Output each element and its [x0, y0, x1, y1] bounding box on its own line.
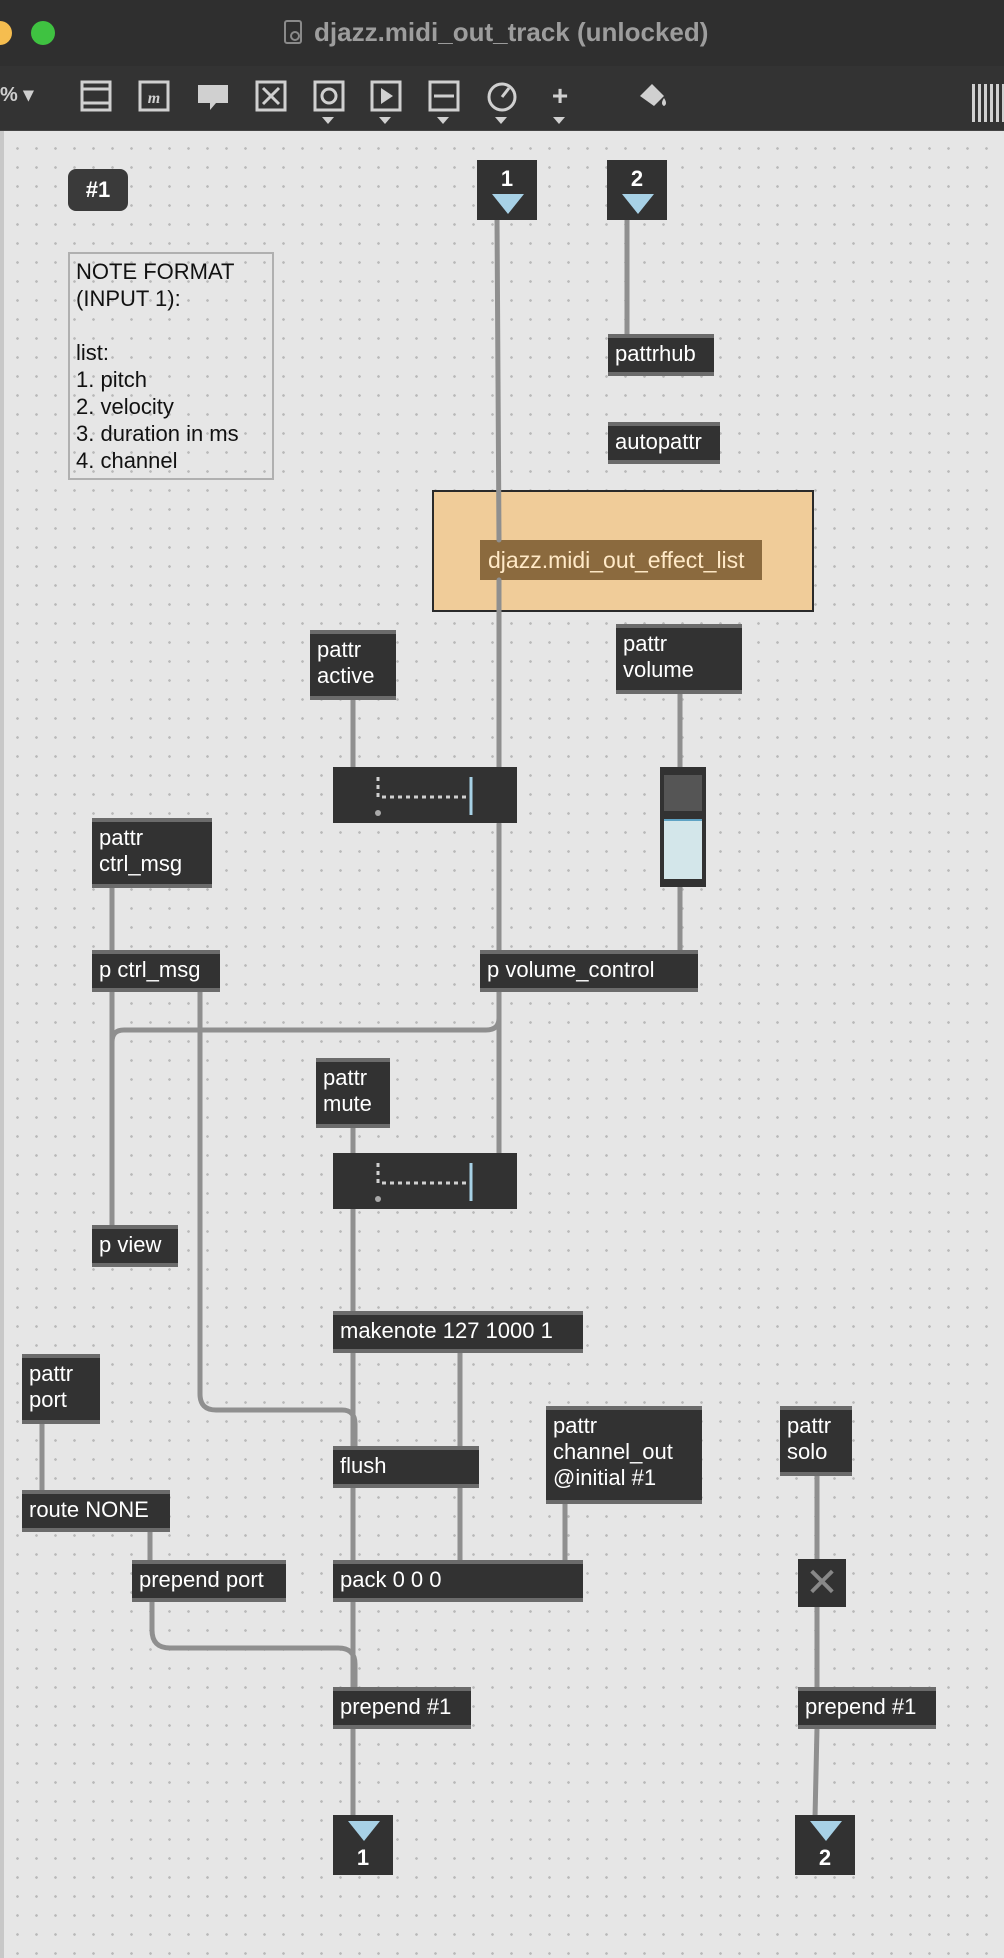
prepend-1-solo-object[interactable]: prepend #1 [798, 1687, 936, 1729]
makenote-object[interactable]: makenote 127 1000 1 [333, 1311, 583, 1353]
volume-slider[interactable] [660, 767, 706, 887]
outlet-arrow-icon [348, 1821, 380, 1841]
prepend-1-object[interactable]: prepend #1 [333, 1687, 471, 1729]
minimize-button[interactable] [0, 21, 12, 45]
route-none-object[interactable]: route NONE [22, 1490, 170, 1532]
grid-icon[interactable] [972, 84, 1004, 122]
inlet-arrow-icon [622, 194, 654, 214]
outlet-2[interactable]: 2 [795, 1815, 855, 1875]
inlet-1[interactable]: 1 [477, 160, 537, 220]
effect-list-object[interactable]: djazz.midi_out_effect_list [480, 540, 762, 580]
patcher-argument-badge: #1 [68, 169, 128, 211]
slider-knob[interactable] [664, 775, 702, 811]
pattr-solo-object[interactable]: pattr solo [780, 1406, 852, 1476]
solo-toggle[interactable]: ✕ [798, 1559, 846, 1607]
gate-mute[interactable] [333, 1153, 517, 1209]
window-title-text: djazz.midi_out_track (unlocked) [314, 16, 709, 47]
button-icon[interactable] [251, 76, 291, 116]
outlet-1[interactable]: 1 [333, 1815, 393, 1875]
flush-object[interactable]: flush [333, 1446, 479, 1488]
autopattr-object[interactable]: autopattr [608, 422, 720, 464]
outlet-arrow-icon [810, 1821, 842, 1841]
pack-object[interactable]: pack 0 0 0 [333, 1560, 583, 1602]
slider-icon[interactable] [424, 76, 464, 124]
dial-icon[interactable] [482, 76, 522, 124]
pattr-ctrl-msg-object[interactable]: pattr ctrl_msg [92, 818, 212, 888]
toggle-icon[interactable] [309, 76, 349, 124]
document-lock-icon [284, 20, 302, 44]
title-bar: djazz.midi_out_track (unlocked) [0, 0, 1004, 66]
zoom-menu[interactable]: % ▾ [0, 84, 34, 106]
note-format-comment[interactable]: NOTE FORMAT (INPUT 1): list: 1. pitch 2.… [68, 252, 274, 480]
pattr-channel-out-object[interactable]: pattr channel_out @initial #1 [546, 1406, 702, 1504]
paint-bucket-icon[interactable] [632, 76, 672, 116]
pattr-volume-object[interactable]: pattr volume [616, 624, 742, 694]
pattr-active-object[interactable]: pattr active [310, 630, 396, 700]
slider-fill [664, 819, 702, 879]
close-icon: ✕ [805, 1561, 839, 1605]
comment-icon[interactable] [194, 76, 234, 116]
prepend-port-object[interactable]: prepend port [132, 1560, 286, 1602]
gate-active[interactable] [333, 767, 517, 823]
p-ctrl-msg-object[interactable]: p ctrl_msg [92, 950, 220, 992]
inlet-arrow-icon [492, 194, 524, 214]
pattrhub-object[interactable]: pattrhub [608, 334, 714, 376]
zoom-button[interactable] [31, 21, 55, 45]
note-format-comment-text: NOTE FORMAT (INPUT 1): list: 1. pitch 2.… [76, 259, 239, 473]
new-object-icon[interactable] [76, 76, 116, 116]
pattr-port-object[interactable]: pattr port [22, 1354, 100, 1424]
p-volume-control-object[interactable]: p volume_control [480, 950, 698, 992]
toolbar: % ▾ m + [0, 66, 1004, 131]
number-icon[interactable] [366, 76, 406, 124]
p-view-object[interactable]: p view [92, 1225, 178, 1267]
slider-line [664, 819, 702, 821]
message-icon[interactable]: m [134, 76, 174, 116]
inlet-2[interactable]: 2 [607, 160, 667, 220]
add-icon[interactable]: + [540, 76, 580, 124]
window-title: djazz.midi_out_track (unlocked) [284, 14, 708, 50]
svg-text:m: m [148, 90, 160, 107]
canvas-edge [0, 131, 4, 1958]
pattr-mute-object[interactable]: pattr mute [316, 1058, 390, 1128]
